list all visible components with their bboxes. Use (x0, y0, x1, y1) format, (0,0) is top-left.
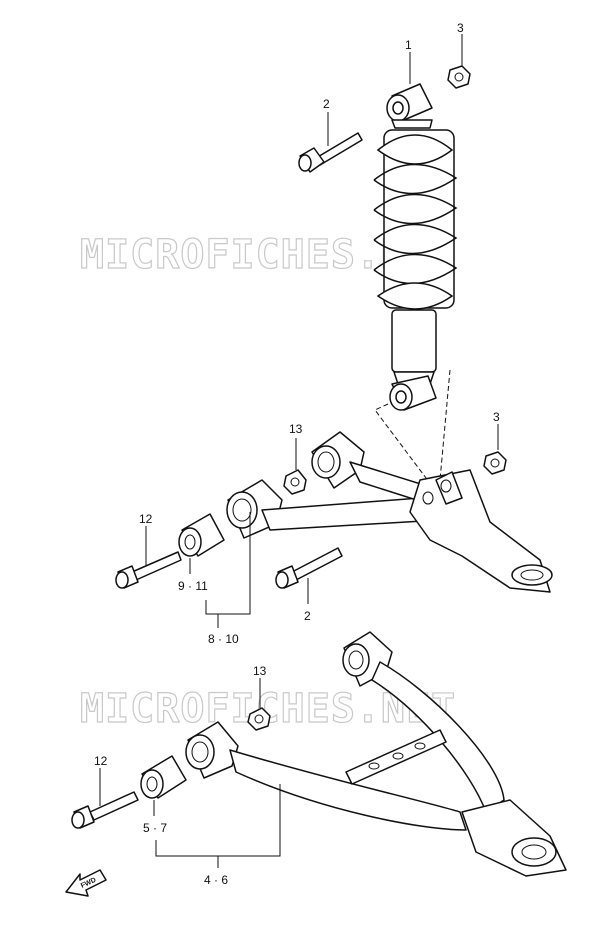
bushing-lower (140, 755, 187, 799)
shock-absorber (373, 83, 458, 411)
washer-lower (247, 707, 271, 731)
callout-washer-upper: 13 (289, 422, 303, 436)
bolt-top (298, 132, 363, 173)
upper-a-arm (226, 431, 553, 593)
washer-upper (283, 469, 307, 495)
callout-nut-right: 3 (493, 410, 500, 424)
leader-lines (99, 34, 499, 868)
callout-bolt-mid: 2 (304, 609, 311, 623)
callout-arm-lower-group: 4 · 6 (204, 873, 228, 887)
alignment-line-shock (374, 403, 433, 487)
callout-washer-lower: 13 (253, 664, 267, 678)
lower-a-arm (185, 631, 567, 877)
callout-bushing-lower: 5 · 7 (143, 821, 167, 835)
callout-bolt-top: 2 (323, 97, 330, 111)
bolt-left-lower (71, 791, 139, 829)
bushing-upper (178, 513, 225, 557)
callout-bolt-left-upper: 12 (139, 512, 153, 526)
callout-arm-upper-group: 8 · 10 (208, 632, 239, 646)
callout-bushing-upper: 9 · 11 (178, 579, 208, 593)
alignment-line-shock-2 (439, 369, 451, 481)
callout-nut-top: 3 (457, 21, 464, 35)
callout-bolt-left-lower: 12 (94, 754, 108, 768)
bolt-left-upper (115, 551, 182, 589)
bolt-mid (275, 547, 343, 589)
nut-right (483, 451, 507, 475)
callout-labels: 1 3 2 13 3 12 9 · 11 2 8 · 10 13 12 5 · … (94, 21, 500, 887)
callout-shock: 1 (405, 38, 412, 52)
nut-top (447, 65, 471, 89)
fwd-arrow-icon: FWD (65, 869, 107, 897)
